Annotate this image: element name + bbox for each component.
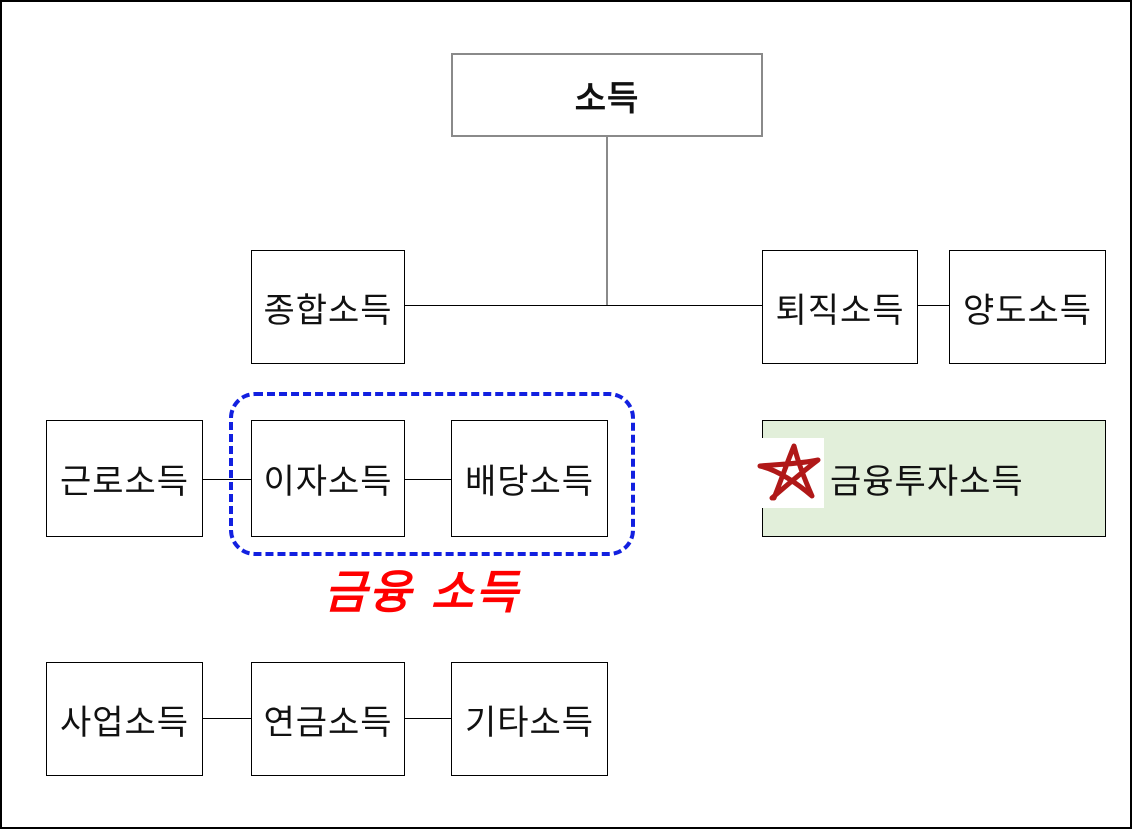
transfer-income-label: 양도소득 [962,290,1093,331]
connector-labor-interest [202,479,252,480]
comprehensive-income-label: 종합소득 [263,290,393,331]
other-income-box: 기타소득 [451,662,608,776]
dividend-income-label: 배당소득 [464,462,595,502]
pension-income-label: 연금소득 [263,702,393,743]
dividend-income-box: 배당소득 [451,420,608,537]
business-income-label: 사업소득 [59,702,190,743]
other-income-label: 기타소득 [464,702,595,743]
connector-retirement-transfer [917,305,950,306]
star-icon [754,438,824,508]
retirement-income-label: 퇴직소득 [775,290,905,331]
retirement-income-box: 퇴직소득 [762,250,918,364]
transfer-income-box: 양도소득 [949,250,1106,364]
comprehensive-income-box: 종합소득 [251,250,405,364]
financial-income-group-outline [229,392,635,556]
root-income-label: 소득 [574,78,640,119]
labor-income-label: 근로소득 [59,462,190,502]
interest-income-label: 이자소득 [263,462,393,502]
business-income-box: 사업소득 [46,662,203,776]
financial-income-caption: 금융 소득 [324,565,520,619]
interest-income-box: 이자소득 [251,420,405,537]
connector-root-to-branch [606,136,608,306]
root-income-box: 소득 [451,53,763,137]
connector-business-pension [202,718,252,719]
connector-interest-dividend [404,479,452,480]
financial-investment-income-label: 금융투자소득 [830,461,1024,502]
connector-branch-horizontal [404,305,764,306]
pension-income-box: 연금소득 [251,662,405,776]
connector-pension-other [404,718,452,719]
labor-income-box: 근로소득 [46,420,203,537]
